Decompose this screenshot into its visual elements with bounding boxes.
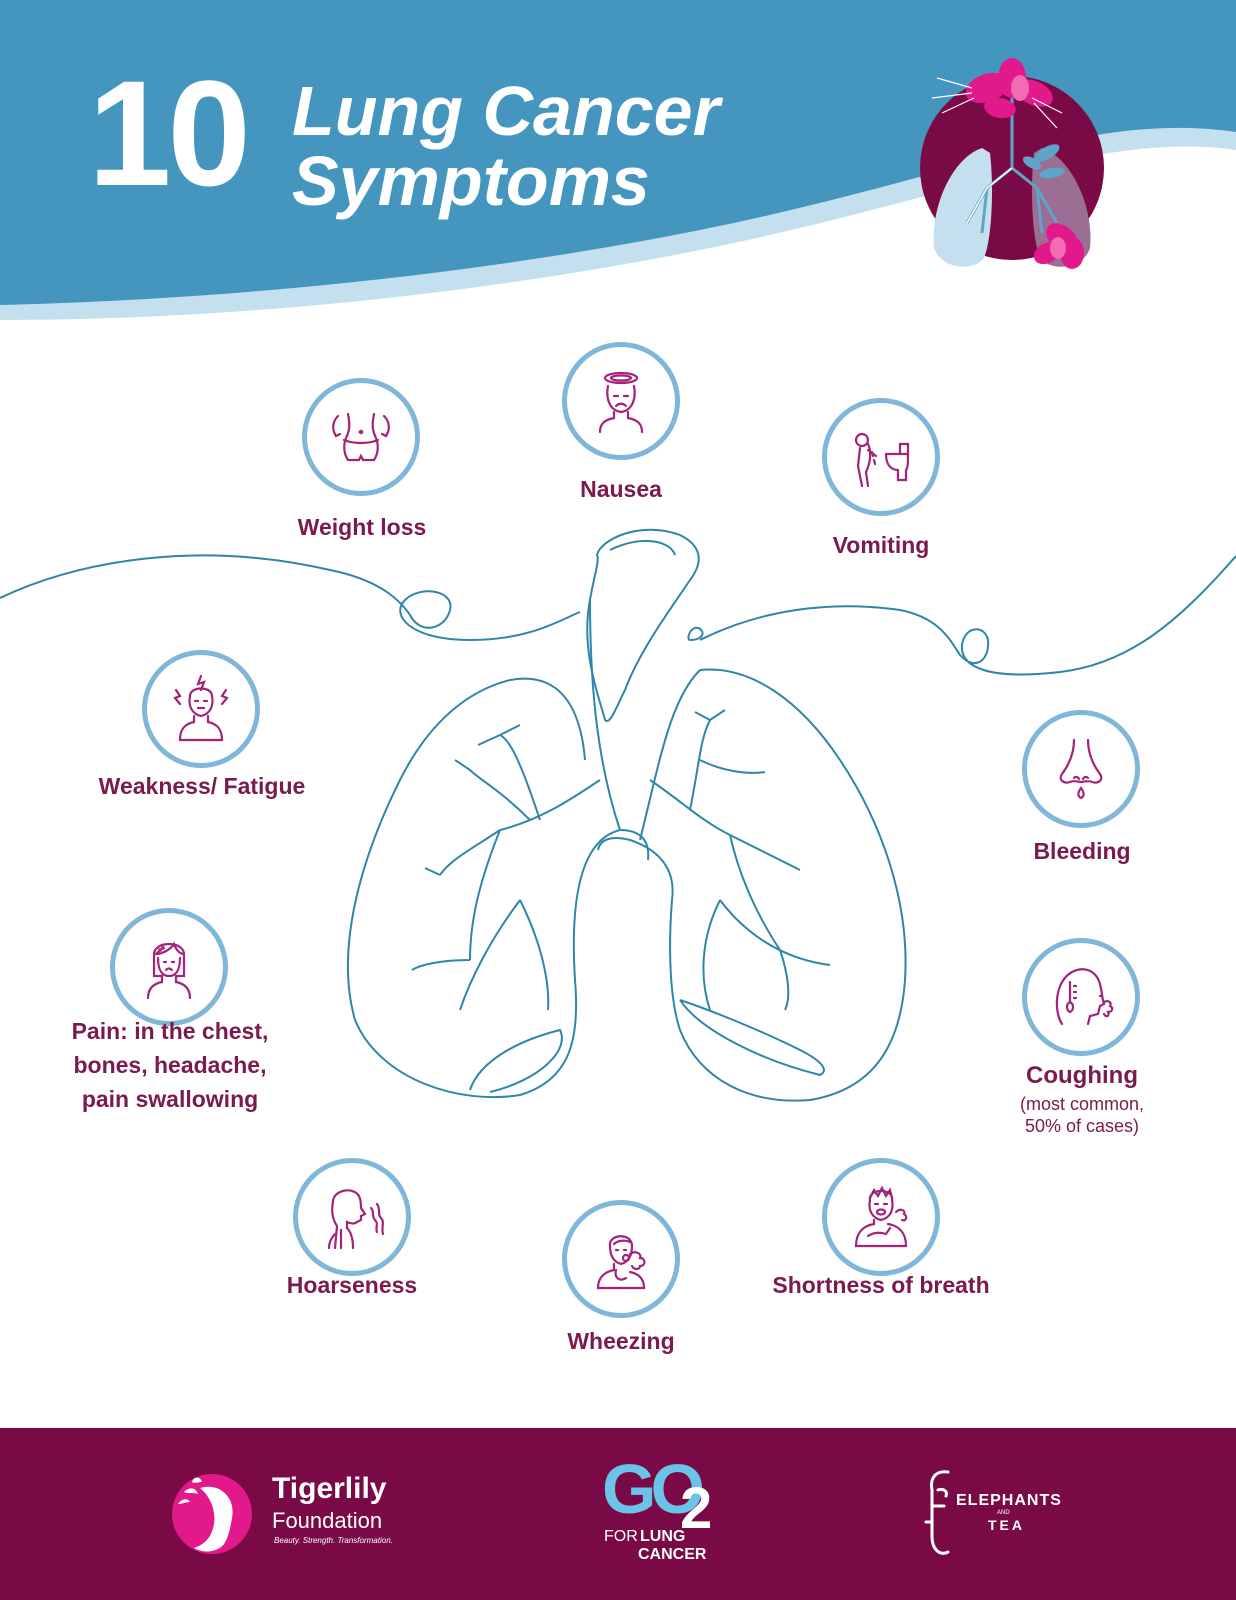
tigerlily-sub: Foundation	[272, 1508, 383, 1533]
wheezing-label: Wheezing	[567, 1328, 675, 1354]
title-number: 10	[88, 49, 251, 217]
dizzy-face-icon	[598, 371, 644, 434]
coughing-note-line-2: 50% of cases)	[1024, 1116, 1140, 1136]
hoarseness-circle	[293, 1158, 411, 1276]
go2-for: FOR	[604, 1528, 638, 1545]
nose-bleed-icon	[1059, 738, 1103, 800]
wheezing-person-icon	[596, 1235, 646, 1290]
hoarseness-label: Hoarseness	[286, 1272, 418, 1298]
pain-label-line-2: bones, headache,	[73, 1052, 267, 1078]
elephants-and: AND	[997, 1510, 1010, 1516]
page-title: Lung Cancer Symptoms	[292, 76, 720, 216]
go2-cancer: CANCER	[638, 1546, 707, 1563]
tigerlily-tagline: Beauty. Strength. Transformation.	[274, 1536, 393, 1545]
tigerlily-logo-icon	[172, 1474, 252, 1554]
pain-label-line-1: Pain: in the chest,	[71, 1018, 269, 1044]
vomiting-label: Vomiting	[832, 532, 930, 558]
vomiting-circle	[822, 398, 940, 516]
weakness-circle	[142, 650, 260, 768]
hoarse-voice-icon	[327, 1189, 385, 1250]
bleeding-circle	[1022, 710, 1140, 828]
cough-thermometer-icon	[1055, 968, 1114, 1026]
weight-loss-circle	[302, 378, 420, 496]
coughing-note-line-1: (most common,	[1019, 1094, 1145, 1114]
shortness-of-breath-circle	[822, 1158, 940, 1276]
go2-number: 2	[680, 1476, 713, 1541]
head-stress-icon	[173, 674, 229, 742]
wheezing-circle	[562, 1200, 680, 1318]
go2-main: GO	[602, 1450, 705, 1528]
header-background	[0, 0, 1236, 320]
go2-lung: LUNG	[640, 1528, 686, 1545]
lung-flower-emblem-icon	[920, 58, 1104, 269]
breathless-person-icon	[854, 1185, 908, 1248]
nausea-circle	[562, 342, 680, 460]
elephants-and-tea-logo-icon	[924, 1470, 950, 1555]
weight-loss-label: Weight loss	[297, 514, 427, 540]
coughing-circle	[1022, 938, 1140, 1056]
person-vomiting-toilet-icon	[854, 432, 910, 488]
waist-measure-icon	[332, 412, 390, 462]
woman-pain-icon	[146, 941, 192, 1000]
coughing-label: Coughing	[1026, 1062, 1138, 1089]
lungs-line-art	[0, 528, 1236, 1102]
coughing-note: (most common, 50% of cases)	[972, 1093, 1192, 1137]
elephants-line-1: ELEPHANTS	[956, 1492, 1062, 1509]
pain-circle	[110, 908, 228, 1026]
footer: Tigerlily Foundation Beauty. Strength. T…	[0, 1428, 1236, 1600]
title-line-1: Lung Cancer	[292, 72, 720, 150]
tigerlily-name: Tigerlily	[272, 1472, 387, 1505]
nausea-label: Nausea	[580, 476, 662, 502]
bleeding-label: Bleeding	[1033, 838, 1131, 864]
pain-label: Pain: in the chest, bones, headache, pai…	[40, 1014, 300, 1116]
title-line-2: Symptoms	[292, 142, 650, 220]
elephants-line-2: TEA	[988, 1517, 1025, 1533]
pain-label-line-3: pain swallowing	[81, 1086, 259, 1112]
shortness-of-breath-label: Shortness of breath	[772, 1272, 990, 1298]
weakness-label: Weakness/ Fatigue	[98, 773, 306, 799]
